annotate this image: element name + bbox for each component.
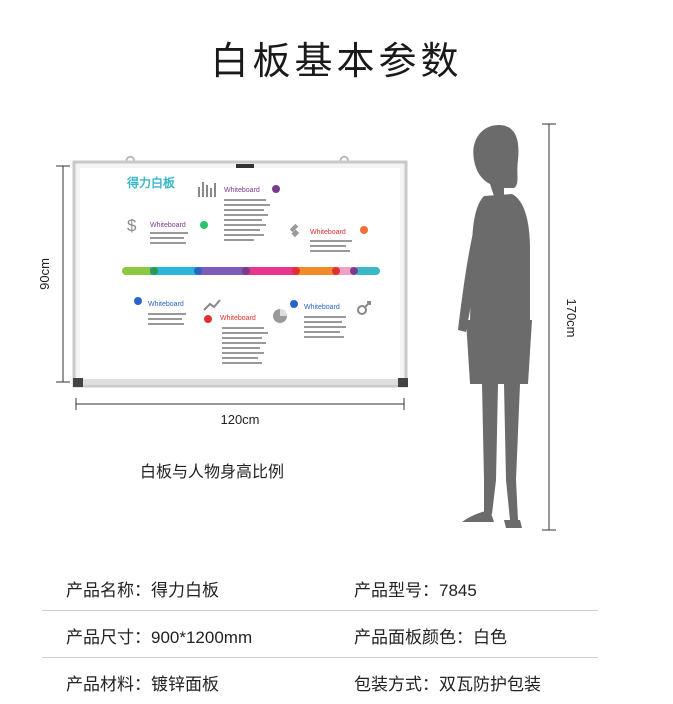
text-block-2 xyxy=(150,232,188,244)
width-dimension xyxy=(75,398,405,410)
page-title: 白板基本参数 xyxy=(210,41,463,83)
timeline-bar xyxy=(122,267,380,275)
ratio-caption: 白板与人物身高比例 xyxy=(140,464,285,481)
satellite-icon xyxy=(289,223,300,238)
trend-icon xyxy=(203,299,221,311)
spec-row: 产品名称：得力白板 产品型号：7845 xyxy=(42,564,598,611)
spec-product-size: 产品尺寸：900*1200mm xyxy=(66,628,253,647)
wb-label-1: Whiteboard xyxy=(224,187,260,194)
text-block-6 xyxy=(304,316,346,338)
top-clip xyxy=(236,164,254,168)
height-label: 90cm xyxy=(37,258,52,290)
width-label: 120cm xyxy=(220,412,259,427)
text-block-1 xyxy=(224,199,270,241)
gender-icon xyxy=(357,301,371,315)
wb-label-4: Whiteboard xyxy=(148,301,184,308)
tray-end-right xyxy=(398,378,408,387)
pie-icon xyxy=(273,309,287,323)
person-height-dimension xyxy=(542,123,556,531)
spec-row: 产品尺寸：900*1200mm 产品面板颜色：白色 xyxy=(42,611,598,658)
text-block-3 xyxy=(310,240,352,252)
wb-label-5: Whiteboard xyxy=(220,315,256,322)
dollar-icon: $ xyxy=(127,216,137,235)
spec-product-name: 产品名称：得力白板 xyxy=(66,581,219,600)
text-block-4 xyxy=(148,313,186,325)
wb-label-3: Whiteboard xyxy=(310,229,346,236)
person-height-label: 170cm xyxy=(564,298,579,337)
tray-end-left xyxy=(73,378,83,387)
spec-row: 产品材料：镀锌面板 包装方式：双瓦防护包装 xyxy=(42,658,598,704)
brand-text: 得力白板 xyxy=(126,175,176,190)
spec-material: 产品材料：镀锌面板 xyxy=(66,675,219,694)
wb-label-2: Whiteboard xyxy=(150,222,186,229)
marker-tray xyxy=(74,379,406,385)
text-block-5 xyxy=(222,327,268,364)
spec-packaging: 包装方式：双瓦防护包装 xyxy=(354,675,541,694)
wb-label-6: Whiteboard xyxy=(304,304,340,311)
person-silhouette-icon xyxy=(458,124,532,528)
spec-panel-color: 产品面板颜色：白色 xyxy=(354,628,507,647)
bar-chart-icon xyxy=(198,182,216,197)
height-dimension xyxy=(56,165,70,383)
spec-model-number: 产品型号：7845 xyxy=(354,581,477,600)
